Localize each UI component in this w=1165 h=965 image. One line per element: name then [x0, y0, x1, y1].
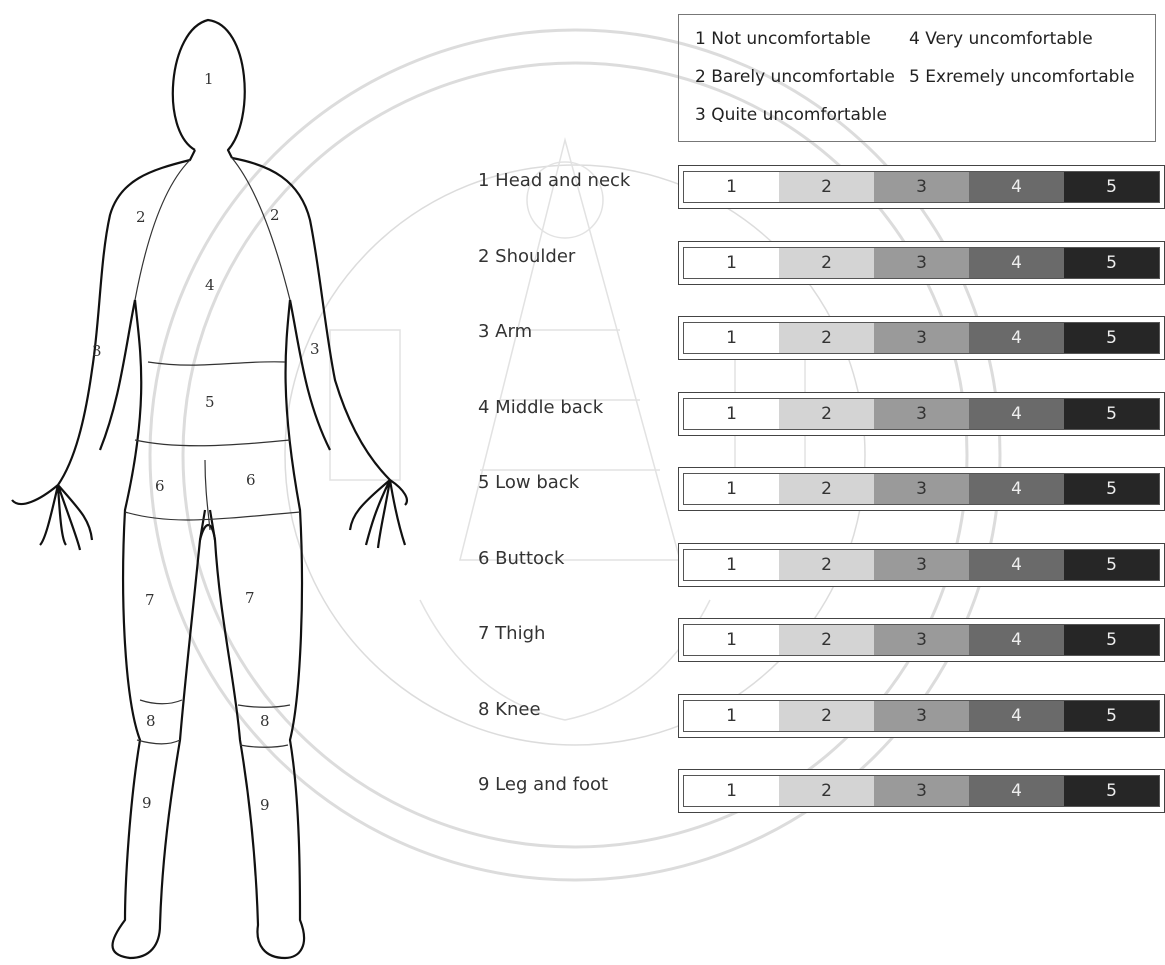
region-label-buttock-right: 6	[246, 471, 256, 489]
rating-option-4[interactable]: 4	[969, 248, 1064, 278]
body-part-label: 2 Shoulder	[478, 246, 575, 267]
rating-option-3[interactable]: 3	[874, 323, 969, 353]
rating-option-2[interactable]: 2	[779, 399, 874, 429]
rating-option-2[interactable]: 2	[779, 701, 874, 731]
rating-option-4[interactable]: 4	[969, 399, 1064, 429]
rating-option-2[interactable]: 2	[779, 248, 874, 278]
discomfort-scale-legend: 1 Not uncomfortable 4 Very uncomfortable…	[678, 14, 1156, 142]
rating-option-5[interactable]: 5	[1064, 776, 1159, 806]
region-label-head: 1	[204, 70, 214, 88]
region-label-leg-left: 9	[142, 794, 152, 812]
rating-option-5[interactable]: 5	[1064, 248, 1159, 278]
rating-option-4[interactable]: 4	[969, 474, 1064, 504]
body-part-label: 3 Arm	[478, 321, 532, 342]
rating-option-5[interactable]: 5	[1064, 550, 1159, 580]
body-part-label: 6 Buttock	[478, 548, 564, 569]
legend-item-5: 5 Exremely uncomfortable	[909, 67, 1135, 87]
legend-item-3: 3 Quite uncomfortable	[695, 105, 887, 125]
region-label-knee-right: 8	[260, 712, 270, 730]
region-label-arm-left: 3	[92, 342, 102, 360]
rating-option-2[interactable]: 2	[779, 550, 874, 580]
rating-option-3[interactable]: 3	[874, 625, 969, 655]
rating-option-1[interactable]: 1	[684, 399, 779, 429]
rating-option-1[interactable]: 1	[684, 776, 779, 806]
rating-option-4[interactable]: 4	[969, 776, 1064, 806]
rating-option-5[interactable]: 5	[1064, 701, 1159, 731]
rating-option-3[interactable]: 3	[874, 550, 969, 580]
rating-option-4[interactable]: 4	[969, 701, 1064, 731]
rating-option-5[interactable]: 5	[1064, 625, 1159, 655]
rating-option-3[interactable]: 3	[874, 776, 969, 806]
body-part-label: 8 Knee	[478, 699, 541, 720]
rating-option-4[interactable]: 4	[969, 550, 1064, 580]
rating-option-5[interactable]: 5	[1064, 172, 1159, 202]
body-part-label: 5 Low back	[478, 472, 579, 493]
rating-option-4[interactable]: 4	[969, 625, 1064, 655]
region-label-knee-left: 8	[146, 712, 156, 730]
rating-option-3[interactable]: 3	[874, 474, 969, 504]
body-outline-figure: 1 2 2 3 3 4 5 6 6 7 7 8 8 9 9	[0, 0, 470, 965]
region-label-shoulder-right: 2	[270, 206, 280, 224]
rating-option-1[interactable]: 1	[684, 323, 779, 353]
region-label-middle-back: 4	[205, 276, 215, 294]
rating-option-5[interactable]: 5	[1064, 474, 1159, 504]
legend-item-4: 4 Very uncomfortable	[909, 29, 1093, 49]
rating-option-5[interactable]: 5	[1064, 323, 1159, 353]
body-part-label: 4 Middle back	[478, 397, 603, 418]
rating-option-2[interactable]: 2	[779, 474, 874, 504]
rating-option-4[interactable]: 4	[969, 323, 1064, 353]
region-label-leg-right: 9	[260, 796, 270, 814]
region-label-low-back: 5	[205, 393, 215, 411]
rating-option-2[interactable]: 2	[779, 323, 874, 353]
rating-option-1[interactable]: 1	[684, 248, 779, 278]
rating-option-2[interactable]: 2	[779, 172, 874, 202]
rating-option-1[interactable]: 1	[684, 172, 779, 202]
rating-option-1[interactable]: 1	[684, 625, 779, 655]
rating-option-3[interactable]: 3	[874, 399, 969, 429]
rating-option-1[interactable]: 1	[684, 701, 779, 731]
legend-item-2: 2 Barely uncomfortable	[695, 67, 895, 87]
region-label-buttock-left: 6	[155, 477, 165, 495]
rating-option-3[interactable]: 3	[874, 172, 969, 202]
rating-option-5[interactable]: 5	[1064, 399, 1159, 429]
body-part-label: 1 Head and neck	[478, 170, 630, 191]
region-label-arm-right: 3	[310, 340, 320, 358]
region-label-thigh-right: 7	[245, 589, 255, 607]
rating-option-2[interactable]: 2	[779, 776, 874, 806]
rating-option-4[interactable]: 4	[969, 172, 1064, 202]
region-label-thigh-left: 7	[145, 591, 155, 609]
rating-option-1[interactable]: 1	[684, 474, 779, 504]
region-label-shoulder-left: 2	[136, 208, 146, 226]
legend-item-1: 1 Not uncomfortable	[695, 29, 871, 49]
rating-option-1[interactable]: 1	[684, 550, 779, 580]
body-part-label: 7 Thigh	[478, 623, 545, 644]
rating-option-3[interactable]: 3	[874, 701, 969, 731]
rating-option-2[interactable]: 2	[779, 625, 874, 655]
rating-option-3[interactable]: 3	[874, 248, 969, 278]
body-part-label: 9 Leg and foot	[478, 774, 608, 795]
